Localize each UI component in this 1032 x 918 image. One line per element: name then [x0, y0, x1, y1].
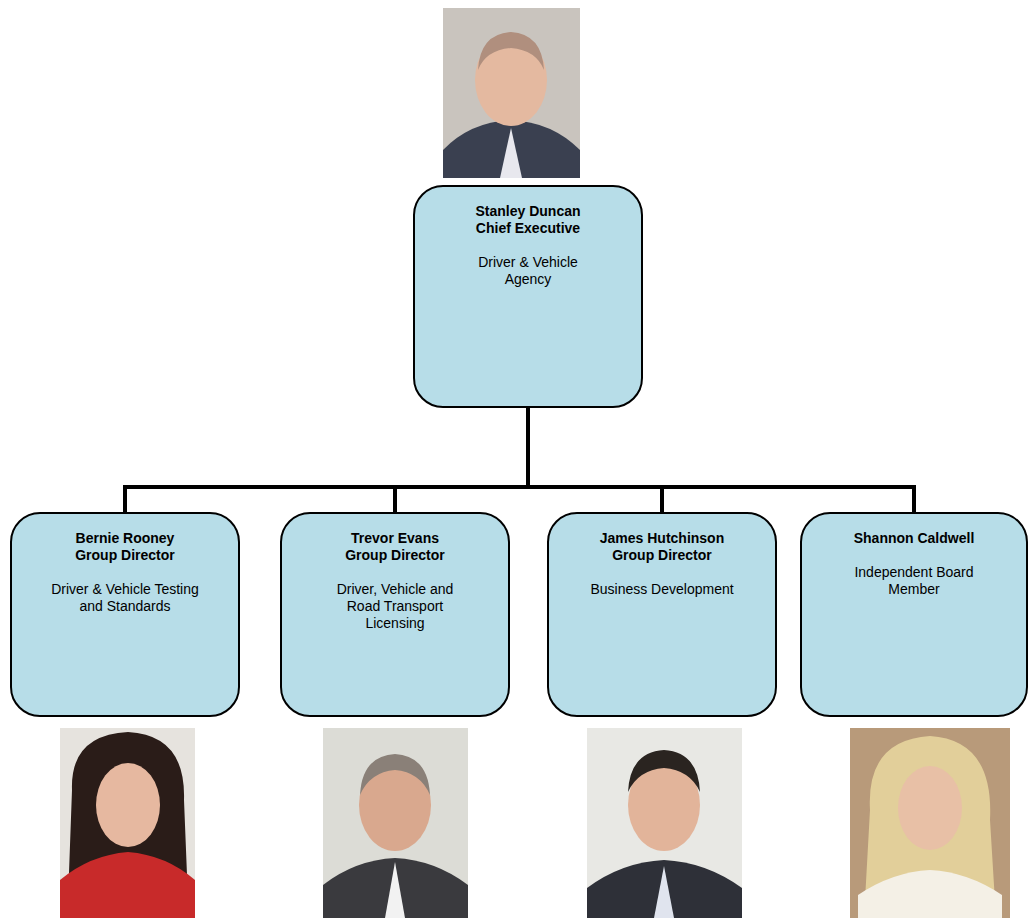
- role-description: Driver & Vehicle Agency: [466, 254, 591, 288]
- role-description: Independent Board Member: [844, 564, 984, 598]
- reporting-line: [528, 408, 662, 512]
- portrait-photo: [443, 8, 580, 178]
- reporting-line: [125, 408, 528, 512]
- person-title: Bernie Rooney Group Director: [61, 530, 189, 564]
- director-box: Shannon CaldwellIndependent Board Member: [800, 512, 1028, 717]
- director-box: James Hutchinson Group DirectorBusiness …: [547, 512, 777, 717]
- reporting-line: [528, 408, 914, 512]
- portrait-photo: [323, 728, 468, 918]
- role-description: Driver & Vehicle Testing and Standards: [50, 581, 200, 615]
- role-description: Driver, Vehicle and Road Transport Licen…: [325, 581, 465, 632]
- portrait-photo: [850, 728, 1010, 918]
- reporting-line: [395, 408, 528, 512]
- person-title: Shannon Caldwell: [814, 530, 1014, 547]
- director-box: Trevor Evans Group DirectorDriver, Vehic…: [280, 512, 510, 717]
- person-title: Trevor Evans Group Director: [334, 530, 456, 564]
- role-description: Business Development: [562, 581, 762, 598]
- portrait-photo: [587, 728, 742, 918]
- portrait-photo: [60, 728, 195, 918]
- executive-box: Stanley Duncan Chief ExecutiveDriver & V…: [413, 185, 643, 408]
- director-box: Bernie Rooney Group DirectorDriver & Veh…: [10, 512, 240, 717]
- person-title: Stanley Duncan Chief Executive: [458, 203, 598, 237]
- person-title: James Hutchinson Group Director: [587, 530, 737, 564]
